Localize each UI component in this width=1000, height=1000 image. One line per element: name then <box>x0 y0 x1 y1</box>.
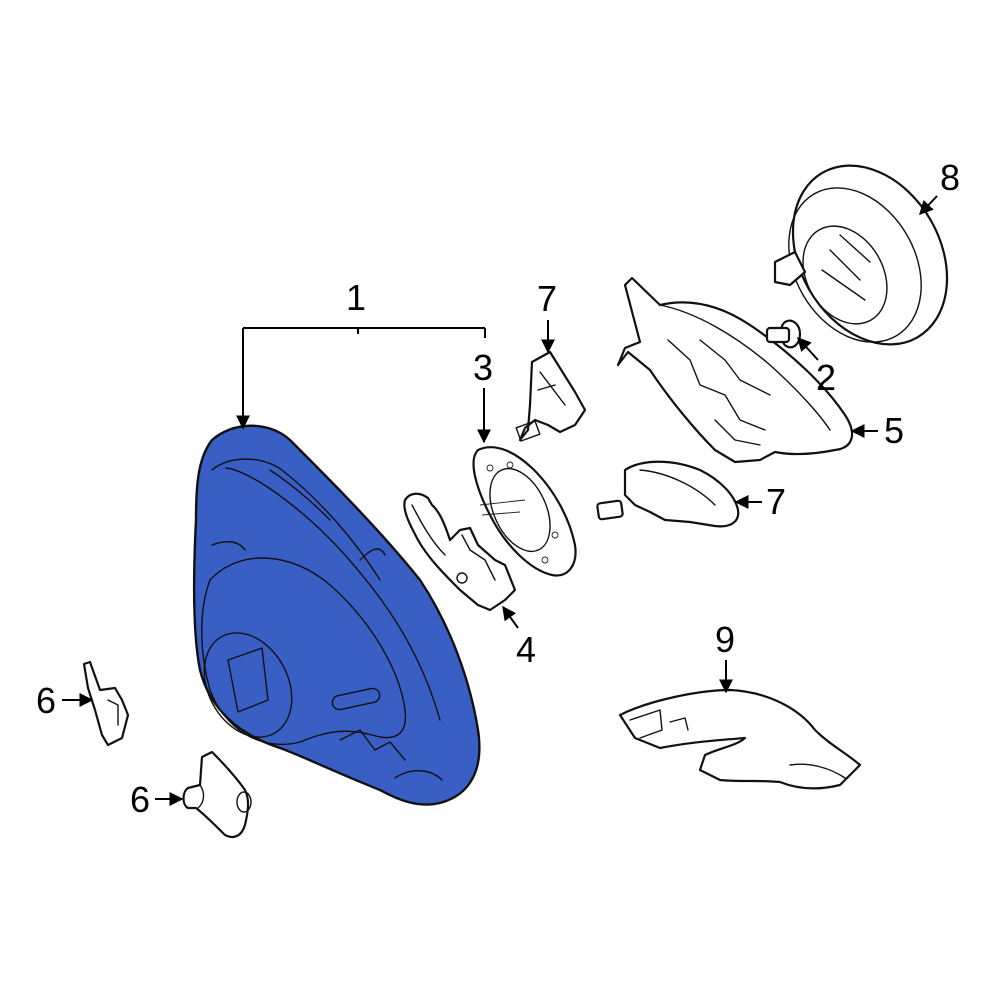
switch-lower-part-7[interactable] <box>596 460 740 528</box>
clock-spring-inner <box>802 225 888 325</box>
steering-wheel-slot <box>331 687 381 711</box>
lower-bracket-rib <box>461 534 496 581</box>
lower-trim-part-9[interactable] <box>618 688 862 790</box>
switch-lower-detail <box>639 469 716 506</box>
bolt-shank <box>765 326 791 344</box>
clock-spring-connector <box>773 250 807 287</box>
leader-lines <box>62 195 938 806</box>
leader-2-arrow <box>797 336 819 361</box>
paddle-lower <box>182 750 250 839</box>
callout-2: 2 <box>816 357 836 398</box>
steering-wheel-hub <box>201 557 407 746</box>
steering-wheel-bottom-detail <box>394 770 443 781</box>
trim-cover-rib-3 <box>714 419 761 446</box>
callout-labels: 1 2 3 4 5 6 6 7 7 8 9 <box>36 157 960 820</box>
steering-wheel-center <box>203 632 293 738</box>
trim-cover <box>616 276 854 464</box>
callout-9: 9 <box>715 619 735 660</box>
lower-bracket-edge <box>411 504 446 556</box>
clock-spring-part-8[interactable] <box>762 138 978 373</box>
lower-trim-clip <box>629 709 663 739</box>
paddle-upper-detail <box>107 699 119 726</box>
callout-1: 1 <box>346 277 366 318</box>
trim-cover-rib-1 <box>667 339 766 431</box>
leader-4-arrow <box>502 605 519 629</box>
steering-wheel-left-spoke <box>211 541 246 551</box>
lower-bracket-part-4[interactable] <box>403 492 517 612</box>
switch-lower-connector <box>596 499 624 521</box>
steering-wheel-right-spoke <box>359 548 386 561</box>
paddle-upper-part-6[interactable] <box>82 660 130 747</box>
steering-wheel-upper-spoke <box>211 458 381 581</box>
paddle-lower-knob <box>236 791 252 813</box>
steering-wheel-rim-inner <box>225 467 441 721</box>
switch-lower <box>623 460 740 528</box>
callout-3: 3 <box>473 347 493 388</box>
switch-upper-detail <box>537 371 566 406</box>
steering-wheel-top-groove <box>269 469 331 521</box>
callout-7-upper: 7 <box>537 278 557 319</box>
paddle-upper <box>82 660 130 747</box>
callout-6-lower: 6 <box>130 779 150 820</box>
clock-spring-detail <box>821 234 871 301</box>
callout-8: 8 <box>940 157 960 198</box>
callout-5: 5 <box>884 410 904 451</box>
mounting-plate-hole <box>489 467 551 553</box>
callout-4: 4 <box>516 629 536 670</box>
steering-wheel-lower-detail <box>339 729 406 761</box>
trim-cover-part-5[interactable] <box>616 276 854 464</box>
mounting-plate-hatch <box>479 499 526 516</box>
clock-spring-ring <box>788 187 922 343</box>
paddle-lower-pin <box>197 784 205 809</box>
switch-upper-part-7[interactable] <box>515 350 587 442</box>
steering-wheel-rim <box>193 424 481 806</box>
lower-bracket-hole <box>456 572 468 584</box>
callout-7-lower: 7 <box>766 481 786 522</box>
switch-upper <box>518 350 587 442</box>
steering-wheel-boss <box>227 647 269 713</box>
trim-cover-inner-edge <box>659 304 831 431</box>
callout-6-upper: 6 <box>36 680 56 721</box>
paddle-lower-part-6[interactable] <box>182 750 252 839</box>
lower-trim-edge <box>789 763 846 779</box>
switch-upper-connector <box>515 420 541 442</box>
lower-bracket <box>403 492 517 612</box>
leader-8-arrow <box>919 195 938 216</box>
bolt-part-2[interactable] <box>765 319 802 349</box>
lower-trim <box>618 688 862 790</box>
mounting-plate-part-3[interactable] <box>472 446 577 577</box>
lower-trim-tab <box>669 717 689 731</box>
steering-wheel-part-1[interactable] <box>187 424 481 806</box>
mounting-plate <box>472 446 577 577</box>
trim-cover-rib-2 <box>699 339 771 396</box>
